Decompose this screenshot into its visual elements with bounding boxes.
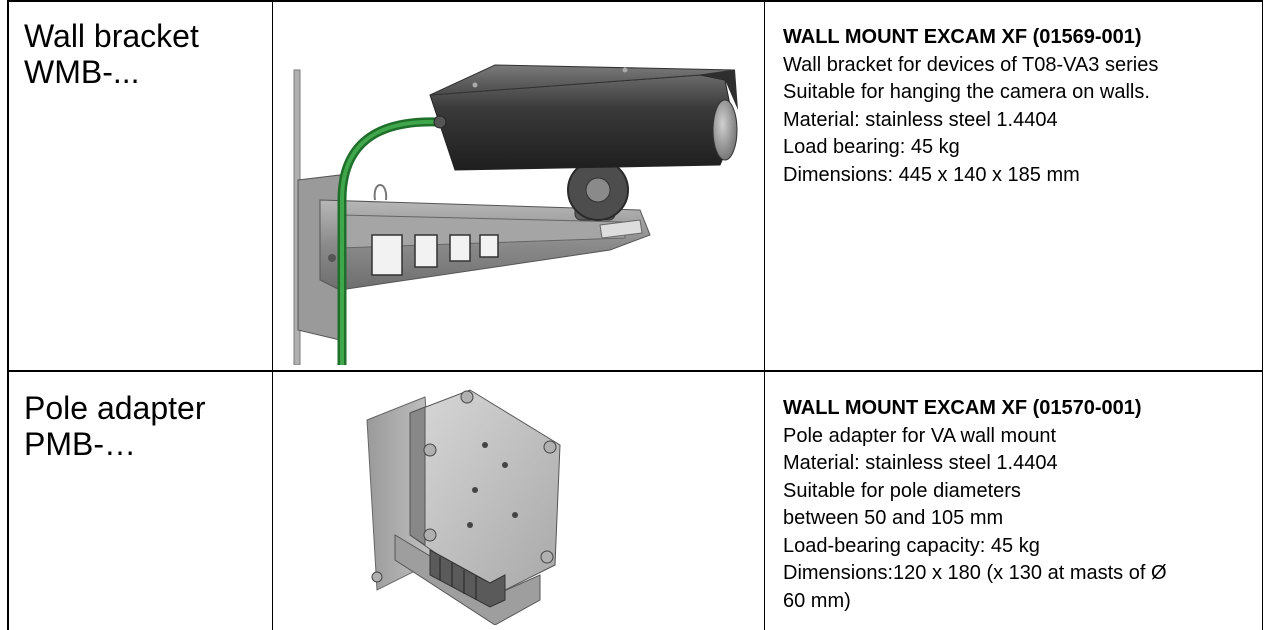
spec-line: Load-bearing capacity: 45 kg bbox=[783, 534, 1040, 557]
spec-line: between 50 and 105 mm bbox=[783, 507, 1004, 529]
spec-line: Wall bracket for devices of T08-VA3 seri… bbox=[783, 53, 1159, 76]
product-name-line: PMB-… bbox=[24, 426, 136, 462]
spec-line: 60 mm) bbox=[783, 589, 851, 612]
table-border-right bbox=[1262, 0, 1263, 630]
table-border-top bbox=[7, 0, 1263, 2]
row-divider bbox=[7, 370, 1263, 372]
column-divider-2 bbox=[764, 0, 765, 630]
column-divider-1 bbox=[272, 0, 273, 630]
spec-line: Suitable for pole diameters bbox=[783, 479, 1021, 502]
product-name-line: WMB-... bbox=[24, 54, 140, 90]
product-name-line: Pole adapter bbox=[24, 390, 206, 426]
product-title: WALL MOUNT EXCAM XF (01569-001) bbox=[783, 26, 1142, 48]
spec-line: Material: stainless steel 1.4404 bbox=[783, 452, 1058, 474]
product-name-cell: Wall bracket WMB-... bbox=[24, 18, 264, 90]
product-description-cell: WALL MOUNT EXCAM XF (01570-001) Pole ada… bbox=[783, 395, 1258, 615]
product-title: WALL MOUNT EXCAM XF (01570-001) bbox=[783, 397, 1142, 419]
pole-adapter-image bbox=[355, 385, 570, 625]
spec-line: Suitable for hanging the camera on walls… bbox=[783, 81, 1150, 103]
table-border-left bbox=[7, 0, 9, 630]
product-description-cell: WALL MOUNT EXCAM XF (01569-001) Wall bra… bbox=[783, 24, 1258, 189]
product-name-cell: Pole adapter PMB-… bbox=[24, 390, 264, 462]
spec-line: Load bearing: 45 kg bbox=[783, 136, 960, 158]
spec-line: Pole adapter for VA wall mount bbox=[783, 424, 1057, 447]
spec-line: Material: stainless steel 1.4404 bbox=[783, 108, 1058, 131]
spec-line: Dimensions: 445 x 140 x 185 mm bbox=[783, 163, 1080, 186]
product-name-line: Wall bracket bbox=[24, 18, 199, 54]
wall-bracket-camera-image bbox=[280, 50, 750, 365]
spec-line: Dimensions:120 x 180 (x 130 at masts of … bbox=[783, 562, 1167, 584]
